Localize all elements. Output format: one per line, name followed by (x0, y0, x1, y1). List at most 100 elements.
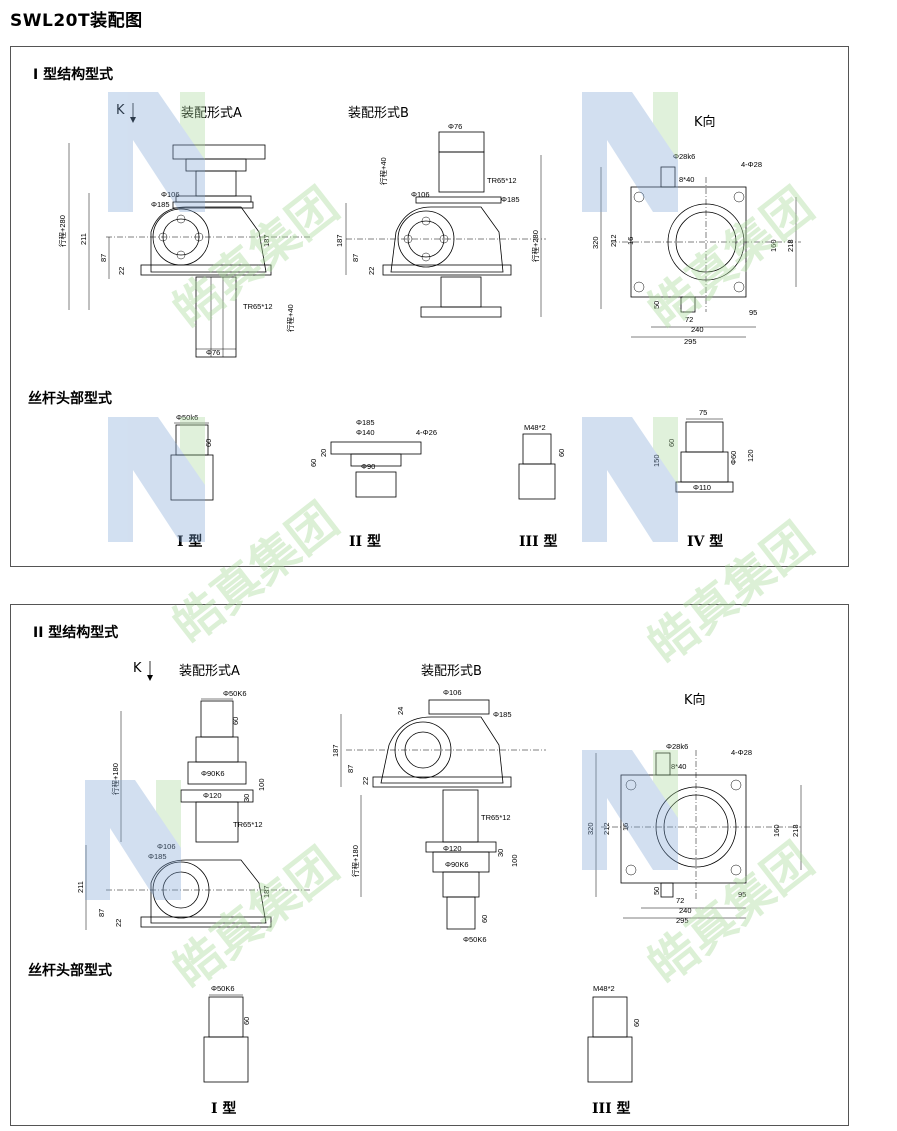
svg-text:150: 150 (652, 454, 661, 467)
form-a-drawing: 行程+280 211 87 22 Φ106 Φ185 187 TR65*12 行… (57, 143, 311, 358)
drawing-panel2: Φ50K6 60 Φ90K6 100 Φ120 30 TR65*12 行程+18… (76, 661, 802, 1083)
k-view-drawing: Φ28k6 8*40 4-Φ28 320 212 16 160 218 50 7… (591, 152, 801, 346)
svg-text:30: 30 (242, 794, 251, 802)
svg-text:Φ28k6: Φ28k6 (673, 152, 695, 161)
svg-text:Φ110: Φ110 (693, 483, 711, 492)
assembly-form-b-label-2: 装配形式B (421, 664, 482, 679)
form-a-drawing-2: Φ50K6 60 Φ90K6 100 Φ120 30 TR65*12 行程+18… (76, 689, 311, 930)
svg-text:16: 16 (626, 237, 635, 245)
svg-text:Φ120: Φ120 (203, 791, 222, 800)
svg-text:Φ28k6: Φ28k6 (666, 742, 688, 751)
assembly-form-b-label: 装配形式B (348, 106, 409, 121)
k-view-drawing-2: Φ28k6 8*40 4-Φ28 320 212 16 160 218 50 7… (586, 742, 802, 925)
svg-text:60: 60 (632, 1019, 641, 1027)
form-b-drawing: Φ76 行程+40 TR65*12 Φ106 Φ185 187 87 22 行程… (335, 122, 546, 318)
svg-text:72: 72 (676, 896, 684, 905)
head-type-iii-drawing-2: M48*2 60 (587, 984, 641, 1083)
svg-text:Φ50K6: Φ50K6 (211, 984, 235, 993)
svg-text:Φ185: Φ185 (148, 852, 167, 861)
type-iv-label: IV 型 (687, 534, 724, 550)
assembly-form-a-label-2: 装配形式A (179, 664, 240, 679)
svg-text:60: 60 (667, 439, 676, 447)
svg-text:Φ90: Φ90 (361, 462, 375, 471)
k-view-label-2: K向 (684, 693, 706, 708)
svg-text:95: 95 (749, 308, 757, 317)
svg-text:120: 120 (746, 449, 755, 462)
svg-text:Φ106: Φ106 (157, 842, 176, 851)
svg-text:8*40: 8*40 (671, 762, 686, 771)
svg-text:16: 16 (621, 823, 630, 831)
type-iii-label-2: III 型 (592, 1101, 631, 1117)
svg-text:行程+180: 行程+180 (350, 845, 360, 877)
svg-text:218: 218 (786, 239, 795, 252)
svg-text:160: 160 (772, 824, 781, 837)
svg-text:87: 87 (97, 909, 106, 917)
form-b-drawing-2: Φ106 Φ185 24 187 87 22 TR65*12 Φ120 30 Φ… (331, 688, 546, 944)
head-type-iv-drawing: 75 60 150 Φ60 120 Φ110 (652, 408, 755, 493)
svg-text:行程+40: 行程+40 (285, 304, 295, 332)
svg-text:M48*2: M48*2 (524, 423, 546, 432)
svg-text:Φ50K6: Φ50K6 (463, 935, 487, 944)
svg-text:60: 60 (309, 459, 318, 467)
svg-text:Φ50K6: Φ50K6 (223, 689, 247, 698)
svg-text:320: 320 (586, 822, 595, 835)
svg-text:60: 60 (231, 717, 240, 725)
svg-text:Φ140: Φ140 (356, 428, 375, 437)
svg-text:87: 87 (99, 254, 108, 262)
type-iii-label: III 型 (519, 534, 558, 550)
svg-text:Φ120: Φ120 (443, 844, 462, 853)
panel-type-1-structure: I 型结构型式 K 装配形式A 装配形式B K向 丝杆头部型式 I 型 II 型… (10, 46, 849, 567)
screw-head-title-2: 丝杆头部型式 (28, 963, 112, 979)
svg-text:295: 295 (676, 916, 689, 925)
section-1-title: I 型结构型式 (33, 67, 114, 83)
svg-text:Φ76: Φ76 (206, 348, 220, 357)
svg-text:60: 60 (480, 915, 489, 923)
svg-text:Φ76: Φ76 (448, 122, 462, 131)
svg-text:218: 218 (791, 824, 800, 837)
svg-text:Φ185: Φ185 (493, 710, 512, 719)
svg-text:22: 22 (117, 267, 126, 275)
svg-text:187: 187 (262, 234, 271, 247)
assembly-form-a-label: 装配形式A (181, 106, 242, 121)
svg-text:TR65*12: TR65*12 (243, 302, 273, 311)
svg-text:行程+280: 行程+280 (57, 215, 67, 247)
svg-text:TR65*12: TR65*12 (233, 820, 263, 829)
svg-text:Φ185: Φ185 (151, 200, 170, 209)
svg-text:240: 240 (679, 906, 692, 915)
svg-text:M48*2: M48*2 (593, 984, 615, 993)
svg-text:4-Φ28: 4-Φ28 (741, 160, 762, 169)
svg-text:87: 87 (351, 254, 360, 262)
svg-text:295: 295 (684, 337, 697, 346)
svg-text:Φ90K6: Φ90K6 (445, 860, 469, 869)
screw-head-title: 丝杆头部型式 (28, 391, 112, 407)
svg-text:行程+180: 行程+180 (110, 763, 120, 795)
svg-text:Φ185: Φ185 (501, 195, 520, 204)
svg-text:60: 60 (204, 439, 213, 447)
head-type-iii-drawing: M48*2 60 (518, 423, 566, 500)
svg-text:211: 211 (76, 881, 85, 893)
svg-text:187: 187 (331, 744, 340, 757)
svg-text:24: 24 (396, 707, 405, 715)
svg-text:212: 212 (602, 822, 611, 835)
drawing-panel1: 行程+280 211 87 22 Φ106 Φ185 187 TR65*12 行… (57, 103, 801, 501)
svg-text:22: 22 (114, 919, 123, 927)
svg-text:行程+40: 行程+40 (378, 157, 388, 185)
svg-text:50: 50 (652, 301, 661, 309)
svg-text:87: 87 (346, 765, 355, 773)
svg-text:Φ106: Φ106 (443, 688, 462, 697)
svg-text:20: 20 (319, 449, 328, 457)
svg-text:Φ106: Φ106 (161, 190, 180, 199)
svg-text:320: 320 (591, 236, 600, 249)
svg-text:TR65*12: TR65*12 (487, 176, 517, 185)
svg-text:Φ106: Φ106 (411, 190, 430, 199)
svg-text:行程+280: 行程+280 (530, 230, 540, 262)
svg-text:Φ50k6: Φ50k6 (176, 413, 198, 422)
type-i-label-2: I 型 (211, 1101, 237, 1117)
svg-text:240: 240 (691, 325, 704, 334)
svg-text:160: 160 (769, 239, 778, 252)
svg-text:95: 95 (738, 890, 746, 899)
svg-text:75: 75 (699, 408, 707, 417)
type-i-label: I 型 (177, 534, 203, 550)
svg-text:211: 211 (79, 233, 88, 245)
svg-text:187: 187 (262, 885, 271, 898)
